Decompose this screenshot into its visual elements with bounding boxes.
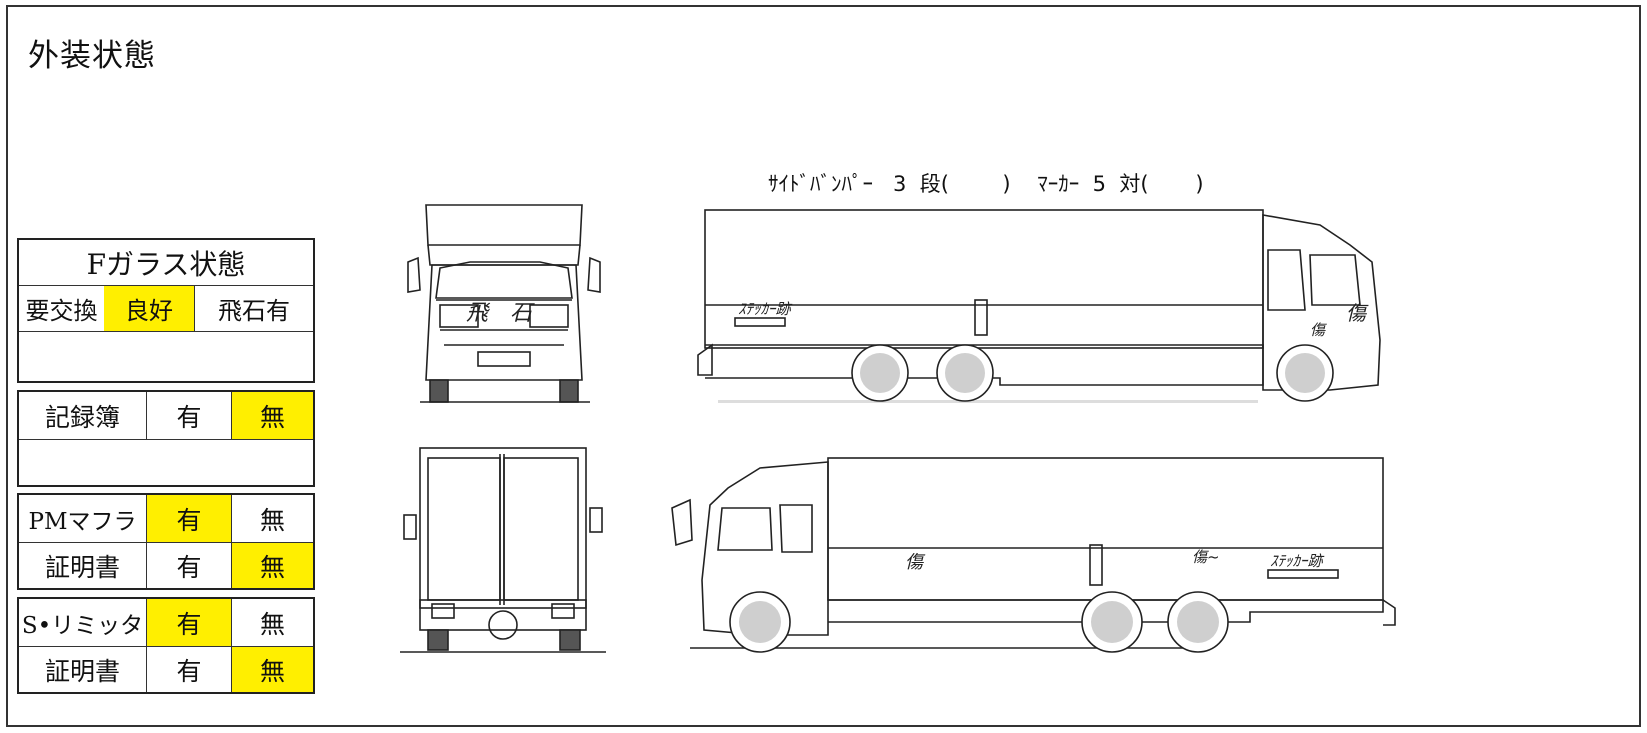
speed-limiter-no[interactable]: 無 [231, 599, 313, 647]
pm-cert-no[interactable]: 無 [231, 543, 313, 588]
left-sticker-note: ｽﾃｯｶｰ跡 [1270, 552, 1325, 570]
record-book-no[interactable]: 無 [231, 392, 313, 440]
pm-muffler-label: PMマフラ [19, 495, 146, 543]
truck-front-view: 飛 石 [407, 204, 601, 403]
truck-rear-view [400, 447, 606, 653]
side-bumper-close: ) [1002, 172, 1011, 196]
section-title: 外装状態 [28, 38, 156, 74]
speed-limiter-yes[interactable]: 有 [146, 599, 231, 647]
fglass-option-replace[interactable]: 要交換 [19, 286, 104, 332]
pm-cert-label: 証明書 [44, 552, 120, 582]
marker-unit: 対( [1119, 172, 1149, 196]
record-book-yes[interactable]: 有 [146, 392, 231, 440]
fglass-option-good[interactable]: 良好 [104, 286, 194, 332]
pm-muffler-no[interactable]: 無 [231, 495, 313, 543]
marker-close: ) [1195, 172, 1204, 196]
sl-cert-no[interactable]: 無 [231, 647, 313, 692]
right-side-wheels [851, 344, 1334, 402]
pm-muffler-yes[interactable]: 有 [146, 495, 231, 543]
truck-right-side-view: ｽﾃｯｶｰ跡 傷 傷 [697, 209, 1381, 403]
marker-count[interactable]: 5 [1092, 172, 1107, 196]
right-cab-damage-2: 傷 [1310, 321, 1327, 339]
record-book-label: 記録簿 [19, 392, 146, 440]
fglass-option-chip[interactable]: 飛石有 [194, 286, 313, 332]
side-bumper-count[interactable]: 3 [893, 172, 907, 196]
fglass-title: Fガラス状態 [19, 240, 313, 286]
speed-limiter-box: S•リミッタ 有 無 証明書 有 無 [17, 597, 315, 694]
side-bumper-unit: 段( [919, 172, 949, 196]
pm-cert-yes[interactable]: 有 [146, 543, 231, 588]
left-damage-1: 傷 [905, 552, 926, 573]
right-sticker-note: ｽﾃｯｶｰ跡 [738, 300, 793, 318]
speed-limiter-label: S•リミッタ [19, 599, 146, 647]
left-damage-2: 傷~ [1192, 548, 1220, 566]
right-cab-damage-1: 傷 [1346, 301, 1369, 325]
spec-line: ｻｲﾄﾞﾊﾞﾝﾊﾟｰ 3 段( ) ﾏｰｶｰ 5 対( ) [768, 168, 1204, 198]
front-annotation: 飛 石 [466, 301, 535, 326]
fglass-box: Fガラス状態 要交換 良好 飛石有 [17, 238, 315, 383]
marker-label: ﾏｰｶｰ [1037, 172, 1080, 196]
sl-cert-label: 証明書 [44, 656, 120, 686]
side-bumper-label: ｻｲﾄﾞﾊﾞﾝﾊﾟｰ [768, 172, 873, 196]
exterior-condition-frame [6, 5, 1641, 727]
pm-muffler-box: PMマフラ 有 無 証明書 有 無 [17, 493, 315, 590]
left-side-wheels [729, 591, 1229, 653]
sl-cert-yes[interactable]: 有 [146, 647, 231, 692]
record-book-box: 記録簿 有 無 [17, 390, 315, 487]
